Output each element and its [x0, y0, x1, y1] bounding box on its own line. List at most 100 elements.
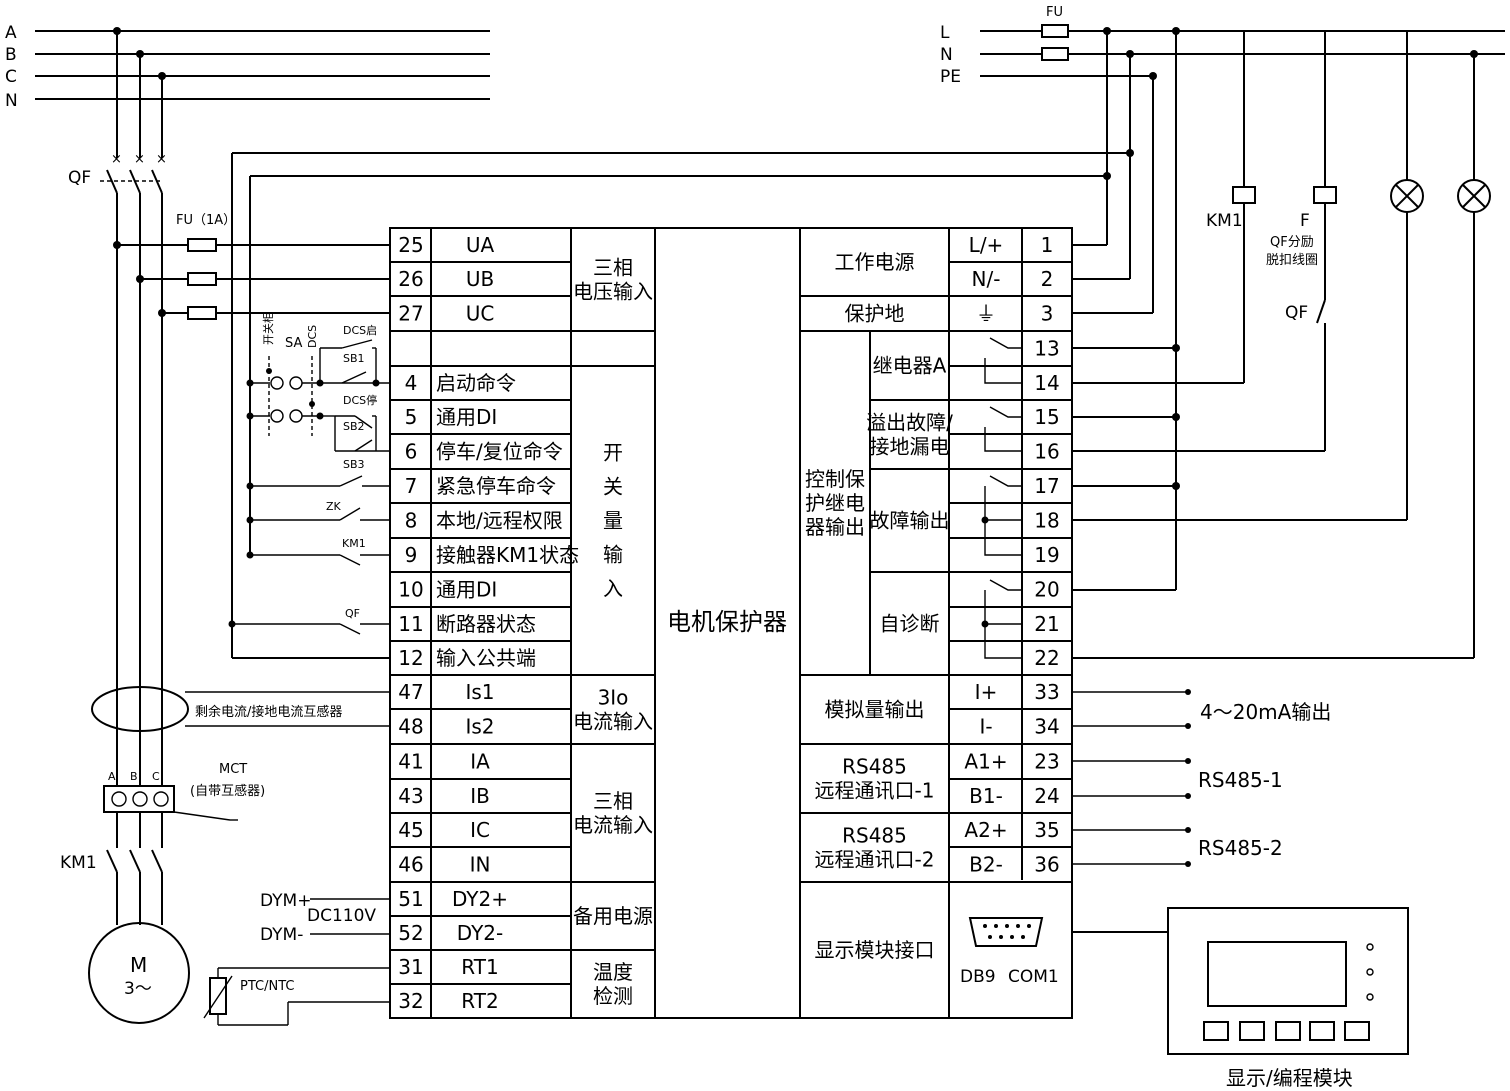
sb1-label: SB1 — [343, 352, 365, 365]
right-terminal-num-4: 14 — [1034, 371, 1059, 395]
switchgear-label: 开关柜 — [261, 312, 275, 345]
qf-right-label: QF — [1285, 303, 1308, 323]
mct-phase-a: A — [108, 770, 116, 783]
qf-trip-label-1: QF分励 — [1270, 235, 1314, 250]
supply-n: N — [940, 45, 953, 65]
right-terminal-label-18: B2- — [969, 853, 1003, 877]
right-group-2-line-2: 器输出 — [805, 515, 865, 539]
left-group-1-line-4: 入 — [603, 577, 623, 601]
right-terminal-num-10: 20 — [1034, 578, 1059, 602]
right-terminal-label-2: ⏚ — [976, 302, 996, 326]
left-terminal-num-8: 8 — [405, 509, 418, 533]
mct-label: MCT — [219, 762, 247, 777]
motor-symbol — [88, 922, 190, 1024]
qf-contact-label: QF — [345, 607, 360, 620]
right-group-7-line-0: 模拟量输出 — [825, 698, 925, 722]
left-terminal-label-8: 本地/远程权限 — [436, 509, 563, 533]
left-terminal-num-22: 32 — [398, 989, 423, 1013]
left-terminal-label-22: RT2 — [461, 989, 498, 1013]
right-group-8-line-1: 远程通讯口-1 — [815, 779, 935, 803]
right-terminal-label-0: L/+ — [969, 233, 1004, 257]
left-group-0-line-0: 三相 — [593, 256, 633, 280]
left-group-5-line-1: 检测 — [593, 984, 633, 1008]
mct-phase-c: C — [152, 770, 160, 783]
right-group-2-line-0: 控制保 — [805, 467, 865, 491]
left-terminal-label-15: IA — [470, 750, 490, 774]
left-terminal-num-0: 25 — [398, 233, 423, 257]
dcs-start-label: DCS启 — [343, 324, 377, 337]
dcs-label: DCS — [306, 325, 319, 348]
three-phase-bus: A B C N — [5, 23, 490, 111]
right-terminal-num-14: 34 — [1034, 715, 1059, 739]
right-terminal-num-9: 19 — [1034, 543, 1059, 567]
right-terminal-num-13: 33 — [1034, 680, 1059, 704]
right-terminal-label-15: A1+ — [964, 750, 1007, 774]
right-group-5-line-0: 故障输出 — [870, 509, 950, 533]
right-terminal-num-18: 36 — [1034, 853, 1059, 877]
db9-connector-icon — [968, 917, 1044, 947]
left-terminal-label-13: Is1 — [465, 680, 494, 704]
right-group-10-line-0: 显示模块接口 — [815, 938, 935, 962]
svg-text:×: × — [111, 152, 122, 167]
contactor-motor: KM1 M 3～ — [60, 812, 190, 1024]
right-terminal-num-7: 17 — [1034, 474, 1059, 498]
right-terminal-label-17: A2+ — [964, 818, 1007, 842]
right-terminal-label-14: I- — [979, 715, 992, 739]
km1-coil-label: KM1 — [1206, 211, 1243, 231]
left-terminal-num-7: 7 — [405, 474, 418, 498]
right-terminal-num-2: 3 — [1041, 302, 1054, 326]
rs485-2-label: RS485-2 — [1198, 836, 1283, 860]
left-terminal-num-21: 31 — [398, 955, 423, 979]
left-terminal-label-16: IB — [470, 784, 490, 808]
display-key-5 — [1344, 1021, 1370, 1041]
svg-text:×: × — [156, 152, 167, 167]
left-terminal-num-16: 43 — [398, 784, 423, 808]
km1-main-label: KM1 — [60, 853, 97, 873]
qf-trip-label-2: 脱扣线圈 — [1266, 253, 1318, 268]
left-terminal-num-19: 51 — [398, 887, 423, 911]
db9-port: COM1 — [1008, 967, 1059, 987]
rs485-1-label: RS485-1 — [1198, 768, 1283, 792]
left-terminal-num-1: 26 — [398, 267, 423, 291]
dym-plus-label: DYM+ — [260, 891, 311, 911]
left-group-2-line-0: 3Io — [598, 686, 629, 710]
dcs-stop-label: DCS停 — [343, 393, 377, 407]
left-terminal-label-21: RT1 — [461, 955, 498, 979]
right-terminal-num-16: 24 — [1034, 784, 1059, 808]
motor-sub-label: 3～ — [124, 979, 152, 999]
right-group-4-line-0: 溢出故障/ — [866, 411, 953, 435]
bus-label-b: B — [5, 45, 17, 65]
left-terminal-label-0: UA — [466, 233, 495, 257]
display-screen — [1207, 941, 1347, 1007]
km1-coil — [1232, 186, 1256, 204]
right-terminal-label-13: I+ — [975, 680, 998, 704]
right-terminal-num-1: 2 — [1041, 267, 1054, 291]
motor-label: M — [130, 953, 147, 977]
left-group-1-line-2: 量 — [603, 509, 623, 533]
right-group-0-line-0: 工作电源 — [835, 250, 915, 274]
bus-label-a: A — [5, 23, 17, 43]
display-key-2 — [1239, 1021, 1265, 1041]
left-terminal-label-11: 断路器状态 — [436, 612, 536, 636]
right-terminal-label-1: N/- — [972, 267, 1001, 291]
left-terminal-num-14: 48 — [398, 715, 423, 739]
f-coil-label: F — [1300, 211, 1310, 231]
residual-ct-label: 剩余电流/接地电流互感器 — [195, 704, 342, 720]
mct-block: A B C MCT (自带互感器) — [103, 762, 265, 821]
top-loop-wires — [231, 149, 1134, 659]
right-terminal-num-15: 23 — [1034, 750, 1059, 774]
left-terminal-label-6: 停车/复位命令 — [436, 440, 563, 464]
db9-label: DB9 — [960, 967, 996, 987]
supply-pe: PE — [940, 67, 961, 87]
display-module: 显示/编程模块 — [1072, 907, 1409, 1090]
left-terminal-label-17: IC — [470, 818, 490, 842]
relay-contacts — [981, 337, 1022, 659]
left-terminal-num-20: 52 — [398, 921, 423, 945]
right-group-8-line-0: RS485 — [842, 755, 907, 779]
supply-fu: FU — [1046, 5, 1063, 20]
residual-current-transformer: 剩余电流/接地电流互感器 — [91, 686, 390, 732]
right-group-3-line-0: 继电器A — [873, 354, 947, 378]
left-group-1-line-0: 开 — [603, 441, 623, 465]
